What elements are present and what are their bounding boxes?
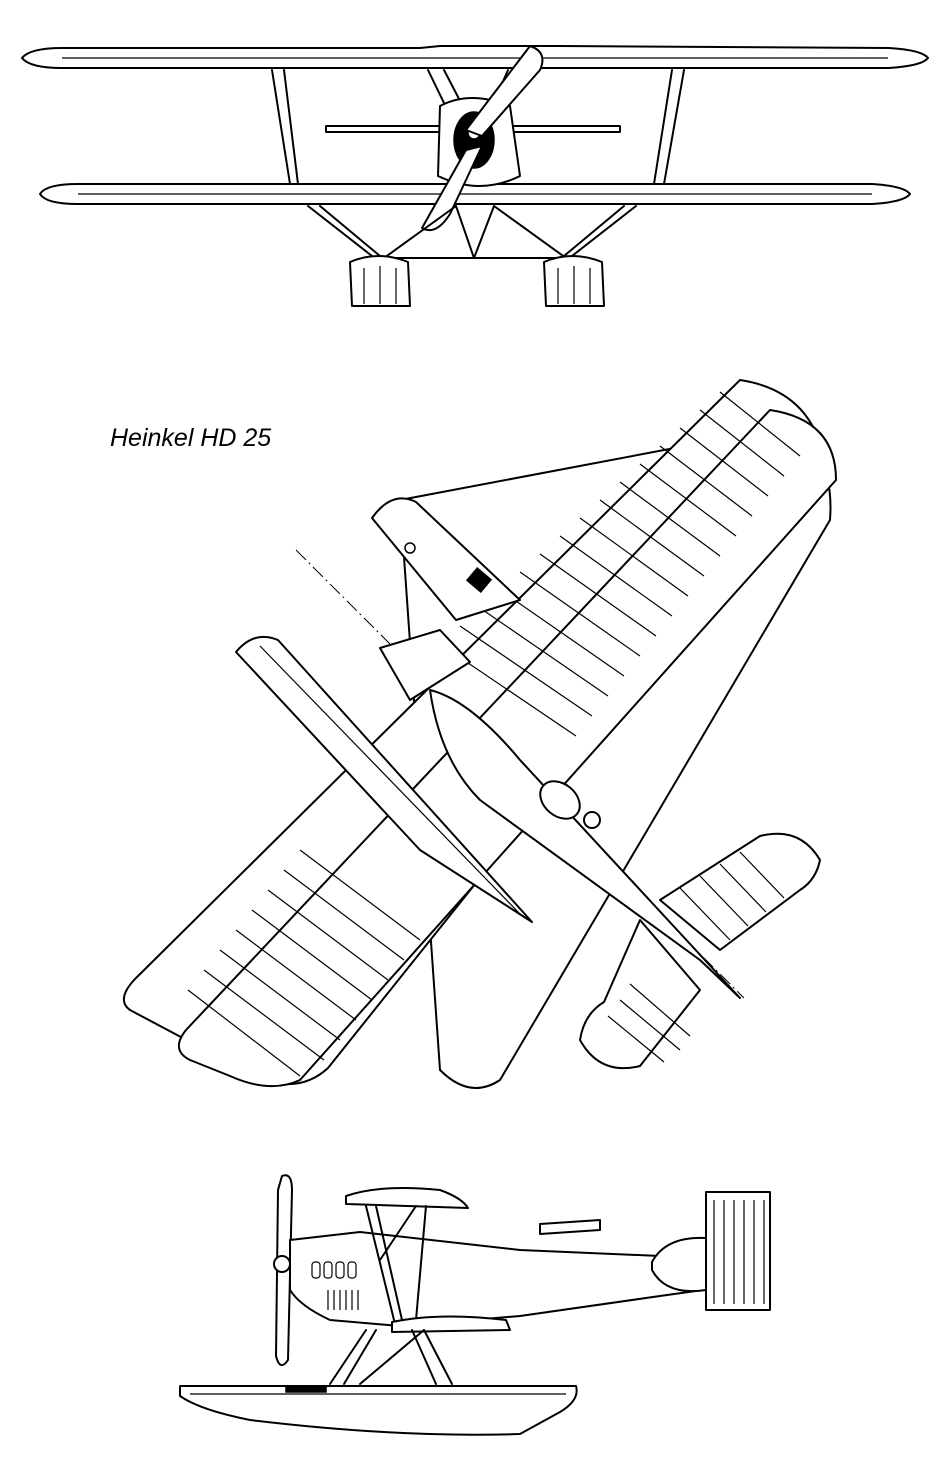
drawing-caption: Heinkel HD 25 [110, 424, 272, 452]
front-upper-wing [21, 45, 929, 69]
side-spinner [273, 1255, 291, 1273]
plan-engine [379, 629, 471, 701]
side-float-step [285, 1385, 327, 1393]
side-exhaust-slots [311, 1261, 359, 1310]
side-upper-wing [345, 1187, 469, 1209]
side-lower-wing [391, 1315, 511, 1333]
side-fin [705, 1191, 771, 1311]
plan-tailplane-right [659, 832, 821, 951]
front-interplane-strut-right [653, 69, 673, 185]
plan-cockpit [539, 780, 581, 820]
plan-float-mark [465, 567, 493, 593]
front-interplane-strut-left [271, 69, 291, 185]
front-propeller [465, 45, 544, 137]
plan-tail-ribs [607, 851, 785, 1063]
plan-wing-ribs [187, 391, 801, 1077]
side-float [179, 1385, 578, 1436]
plan-tailplane-left [579, 919, 701, 1070]
side-machine-gun [539, 1219, 601, 1235]
side-tailplane [651, 1236, 707, 1293]
plan-fuselage [429, 689, 741, 999]
